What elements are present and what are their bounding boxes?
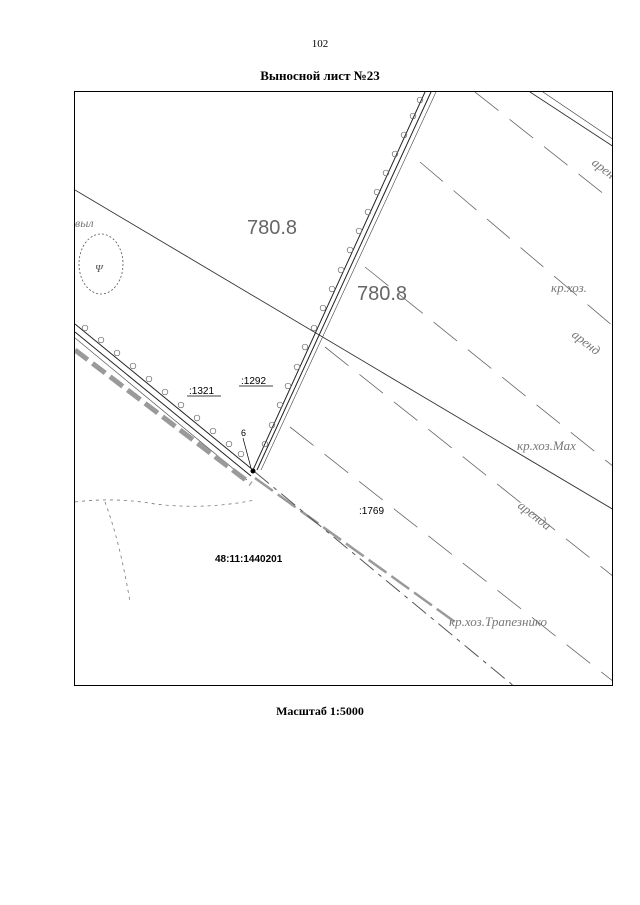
landuse-top-right-fragment: арен xyxy=(589,155,613,182)
gray-band-right xyxy=(254,476,456,624)
cadastral-block-label: 48:11:1440201 xyxy=(215,554,283,565)
parcel-label-1769: :1769 xyxy=(359,506,384,517)
field-track xyxy=(75,499,256,507)
left-road-b xyxy=(75,331,252,477)
left-road-a xyxy=(75,323,254,471)
parcel-label-1292: :1292 xyxy=(241,376,266,387)
leader-point6 xyxy=(242,437,252,469)
dashed-boundary-long xyxy=(254,471,514,685)
scale-caption: Масштаб 1:5000 xyxy=(276,704,364,718)
elevation-label-1: 780.8 xyxy=(247,217,297,239)
landuse-left-fragment: выл xyxy=(75,216,94,230)
benchmark-symbol xyxy=(78,233,124,295)
road-line-b xyxy=(256,92,432,471)
tree-row-left xyxy=(81,324,245,458)
map-canvas: Ψ 780.8 780.8 :1321 :1292 6 :1769 48:11:… xyxy=(75,92,613,685)
tree-row-road xyxy=(261,96,424,448)
parcel-boundary-top-2 xyxy=(542,92,612,140)
gray-band-left xyxy=(75,348,253,486)
sheet-title: Выносной лист №23 xyxy=(260,68,380,83)
elevation-label-2: 780.8 xyxy=(357,283,407,305)
field-track-2 xyxy=(104,501,131,603)
landuse-arenda-low: аренда xyxy=(515,498,555,534)
landuse-kr-hoz-mah: кр.хоз.Мах xyxy=(517,438,576,453)
landuse-kr-hoz-trapeznikov: кр.хоз.Трапезнико xyxy=(449,614,548,629)
field-lines xyxy=(289,92,612,681)
parcel-boundary-top xyxy=(529,92,612,147)
road-line-a xyxy=(252,92,426,471)
landuse-kr-hoz-top: кр.хоз. xyxy=(551,280,587,295)
point-label-6: 6 xyxy=(241,428,246,438)
road-line-c xyxy=(260,92,437,471)
parcel-label-1321: :1321 xyxy=(189,386,214,397)
parcel-boundary-line xyxy=(75,189,612,510)
map-frame: Ψ 780.8 780.8 :1321 :1292 6 :1769 48:11:… xyxy=(74,91,613,686)
benchmark-glyph: Ψ xyxy=(95,263,104,275)
page-number: 102 xyxy=(311,38,329,50)
vertex-point xyxy=(250,468,256,474)
landuse-arenda-top: аренд xyxy=(569,327,604,359)
